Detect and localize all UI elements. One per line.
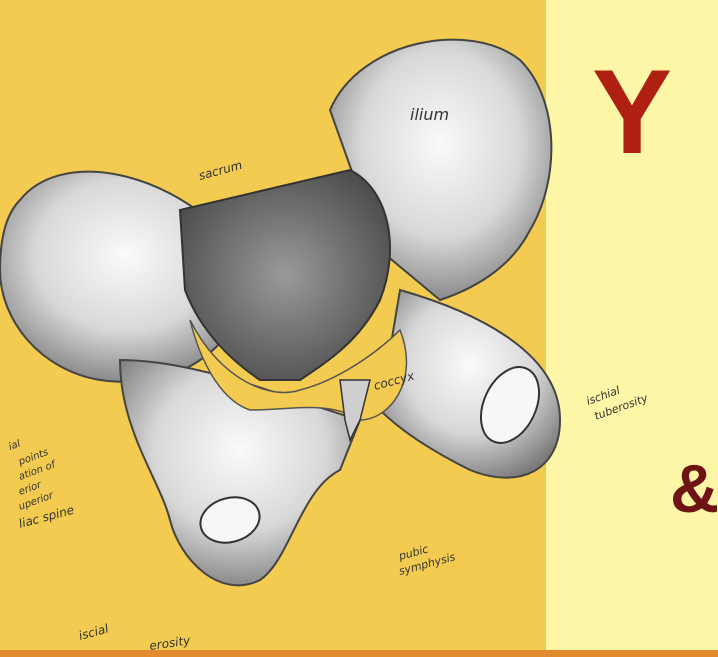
label-left-1: ial bbox=[7, 438, 22, 452]
ampersand: & bbox=[670, 455, 718, 523]
headline-letter: Y bbox=[592, 52, 672, 172]
label-bottom-1: iscial bbox=[77, 621, 110, 643]
label-bottom-2: erosity bbox=[148, 633, 191, 653]
label-ilium: ilium bbox=[410, 105, 449, 124]
label-sacrum: sacrum bbox=[197, 158, 244, 183]
